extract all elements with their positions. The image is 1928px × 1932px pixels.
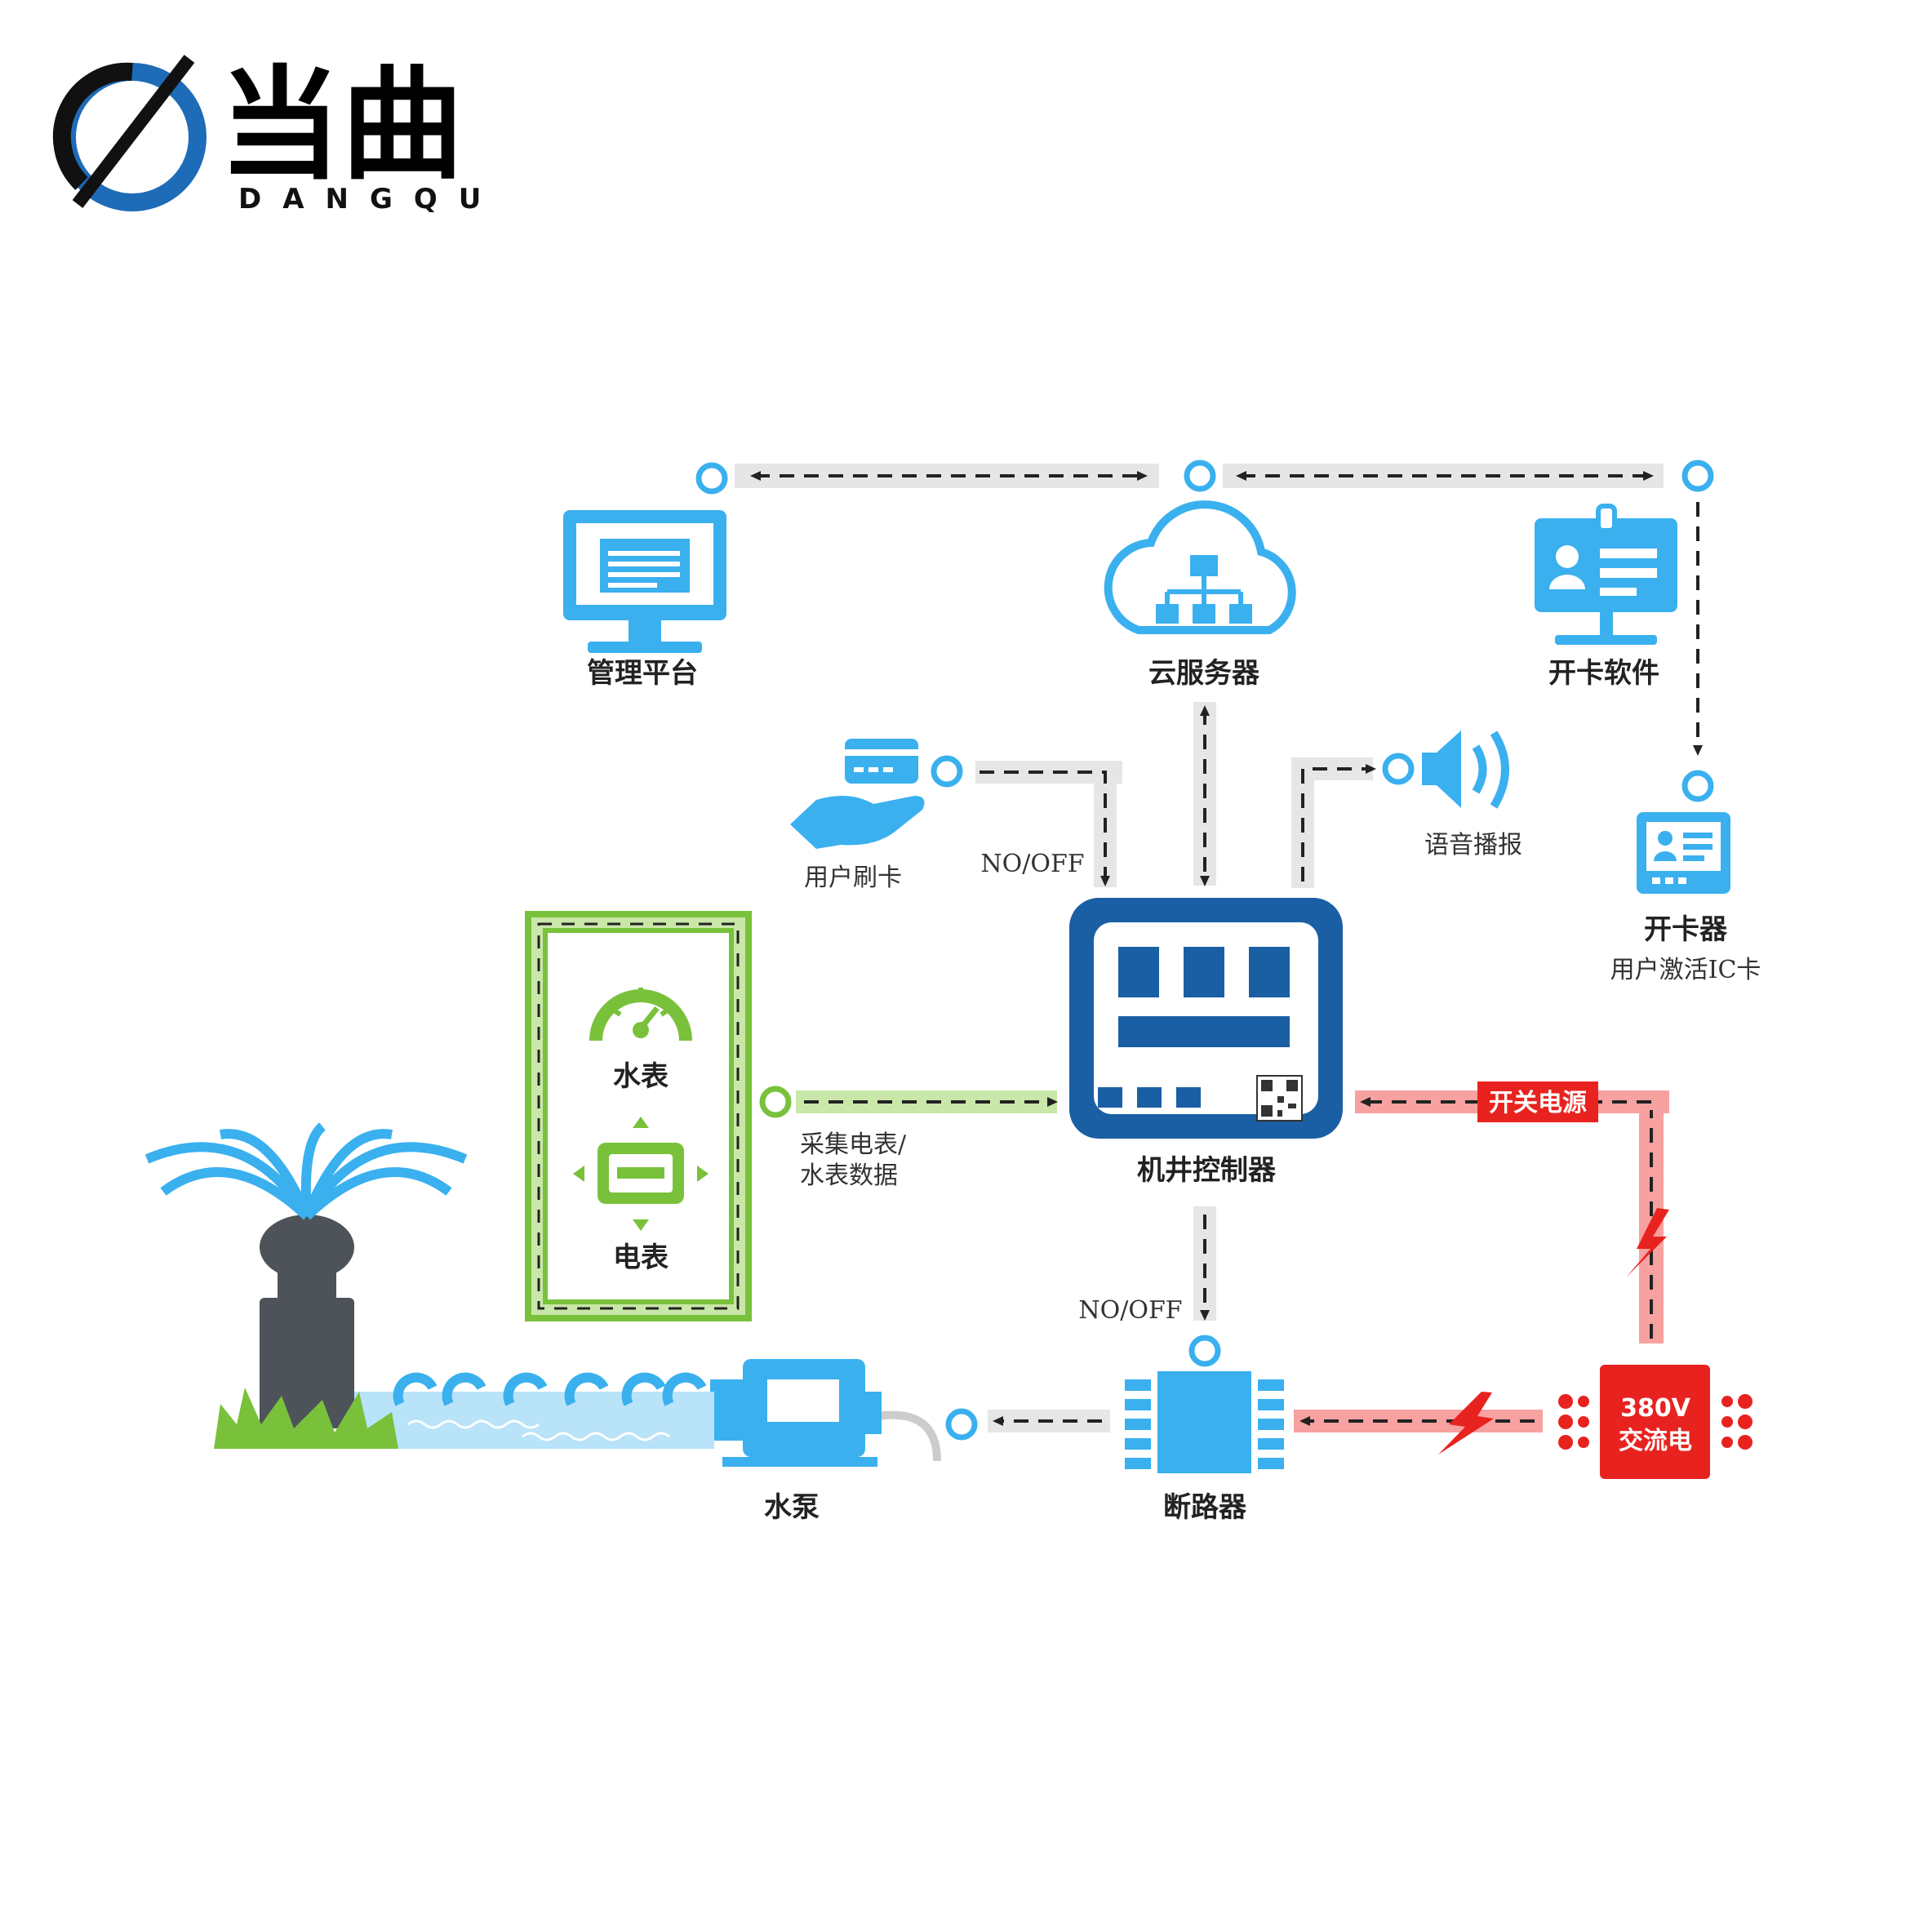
logo-mark-icon <box>52 55 207 211</box>
id-card-screen-icon <box>1535 504 1677 645</box>
switch-power-label: 开关电源 <box>1489 1089 1587 1117</box>
card-software-label: 开卡软件 <box>1548 657 1659 690</box>
power-sub-label: 交流电 <box>1619 1427 1692 1455</box>
card-issuer-label: 开卡器 <box>1644 913 1728 946</box>
electric-meter-icon <box>573 1117 709 1231</box>
chip-icon <box>1558 1365 1753 1479</box>
controller-label: 机井控制器 <box>1137 1154 1277 1187</box>
controller-breaker-connector: NO/OFF <box>1078 1206 1216 1325</box>
water-spray-icon <box>144 1122 468 1220</box>
wave-icon <box>393 1372 707 1406</box>
power-source: 380V 交流电 <box>1558 1365 1753 1479</box>
monitor-icon <box>563 510 726 653</box>
logo-sub: DANGQU <box>238 183 502 215</box>
electric-meter-label: 电表 <box>613 1241 669 1274</box>
cloud-controller-connector <box>1193 702 1216 886</box>
lightning-icon <box>1626 1208 1669 1277</box>
swipe-to-controller-connector <box>975 761 1122 887</box>
grass-icon <box>214 1388 398 1449</box>
collect-label-line1: 采集电表/ <box>800 1130 907 1159</box>
card-reader-icon <box>1637 812 1730 894</box>
logo: 当曲 DANGQU <box>52 55 502 215</box>
speaker-icon <box>1422 731 1509 809</box>
water-meter-label: 水表 <box>613 1060 669 1093</box>
pump-label: 水泵 <box>764 1491 820 1524</box>
swipe-switch-label: NO/OFF <box>980 850 1084 878</box>
breaker: 断路器 <box>1125 1335 1284 1524</box>
breaker-icon <box>1125 1371 1284 1473</box>
sprinkler <box>144 1122 468 1449</box>
meters-box: 水表 电表 <box>525 911 752 1321</box>
pump-icon <box>710 1359 882 1467</box>
voice-broadcast: 语音播报 <box>1291 731 1522 888</box>
well-controller: 机井控制器 <box>1069 898 1343 1187</box>
meters-controller-connector: 采集电表/ 水表数据 <box>759 1086 1058 1190</box>
hand-card-icon <box>790 739 925 849</box>
breaker-label: 断路器 <box>1163 1491 1247 1524</box>
controller-switch-label: NO/OFF <box>1078 1296 1182 1325</box>
management-label: 管理平台 <box>587 657 698 690</box>
power-label: 380V <box>1620 1394 1691 1423</box>
cloud-label: 云服务器 <box>1148 657 1260 690</box>
card-swipe: 用户刷卡 NO/OFF <box>790 739 1122 892</box>
voice-label: 语音播报 <box>1424 831 1522 859</box>
lightning-icon-2 <box>1438 1392 1494 1455</box>
card-issuer: 开卡器 用户激活IC卡 <box>1610 812 1761 984</box>
water-flow <box>347 1372 714 1449</box>
card-software: 开卡软件 <box>1535 504 1677 690</box>
breaker-pump-connector <box>877 1408 1110 1462</box>
cloud-server: 云服务器 <box>1104 500 1296 690</box>
top-connectors <box>695 460 1714 802</box>
management-platform: 管理平台 <box>563 510 726 690</box>
pump: 水泵 <box>710 1359 882 1524</box>
logo-brand: 当曲 <box>219 55 464 197</box>
controller-to-voice-connector <box>1291 757 1376 888</box>
collect-label-line2: 水表数据 <box>800 1161 898 1190</box>
card-issuer-sub-label: 用户激活IC卡 <box>1610 956 1761 984</box>
card-swipe-label: 用户刷卡 <box>804 864 902 892</box>
qr-code-icon <box>1256 1075 1303 1121</box>
controller-device-icon <box>1069 898 1343 1139</box>
cloud-icon <box>1104 500 1296 634</box>
power-loop: 开关电源 <box>1294 1081 1669 1455</box>
water-meter-icon <box>589 988 692 1042</box>
sprinkler-head-icon <box>260 1215 354 1428</box>
